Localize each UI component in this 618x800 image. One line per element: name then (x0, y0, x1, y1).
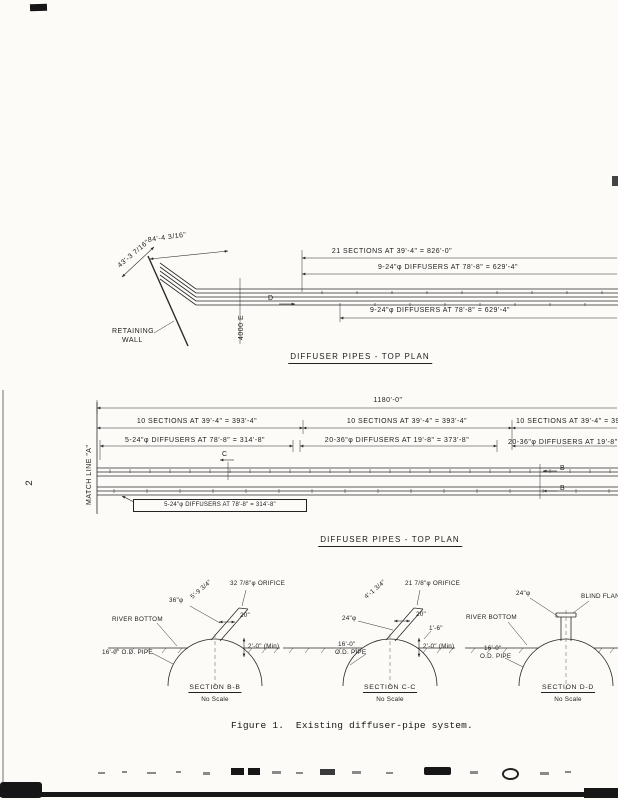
scan-artifact (272, 771, 281, 774)
section-marker-d: D (268, 295, 274, 302)
section-bb-linework (108, 589, 280, 690)
dd-river-bottom-label: RIVER BOTTOM (466, 614, 517, 621)
bb-orifice-label: 32 7/8"φ ORIFICE (230, 580, 286, 587)
scan-artifact (122, 771, 127, 773)
plan2-boxed-diffuser-label: 5-24"φ DIFFUSERS AT 78'-8" = 314'-8" (133, 499, 307, 512)
dd-pipe-label-line2: O.D. PIPE (480, 653, 512, 660)
plan1-dim-diffusers-lower: 9-24"φ DIFFUSERS AT 78'-8" = 629'-4" (370, 307, 510, 314)
plan1-linework (121, 246, 618, 347)
cc-scale: No Scale (376, 696, 404, 703)
bb-river-bottom-label: RIVER BOTTOM (112, 616, 163, 623)
scan-artifact (2, 390, 4, 790)
scan-artifact (565, 771, 571, 773)
scan-artifact (540, 772, 549, 775)
plan2-dim-seg2: 10 SECTIONS AT 39'-4" = 393'-4" (346, 418, 468, 425)
scan-artifact (352, 771, 361, 774)
section-marker-c: C (222, 451, 228, 458)
scan-artifact (584, 788, 618, 798)
bb-pipe-label: 16'-0" O.D. PIPE (102, 649, 153, 656)
bb-scale: No Scale (201, 696, 229, 703)
plan2-dim-overall: 1180'-0" (373, 397, 403, 404)
plan2-dim-seg3: 10 SECTIONS AT 39'-4" = 393'-4" (516, 418, 618, 425)
scan-artifact (470, 771, 478, 774)
section-marker-b-bottom: B (560, 485, 566, 492)
cc-orifice-label: 21 7/8"φ ORIFICE (405, 580, 461, 587)
plan1-dim-diffusers-upper: 9-24"φ DIFFUSERS AT 78'-8" = 629'-4" (378, 264, 518, 271)
dd-title: SECTION D-D (541, 684, 595, 694)
dd-riser-dia-label: 24"φ (516, 590, 531, 597)
page-number: 2 (25, 479, 36, 486)
plan2-dim-diff3: 20-36"φ DIFFUSERS AT 19'-8" (508, 439, 618, 446)
bb-title: SECTION B-B (188, 684, 242, 694)
section-dd-linework (465, 597, 618, 690)
scan-artifact (203, 772, 210, 775)
cc-dim-20: 20" (416, 611, 426, 618)
scan-artifact (296, 772, 303, 774)
bb-riser-dia-label: 36"φ (169, 597, 184, 604)
scan-artifact (502, 768, 519, 780)
section-cc-linework (283, 589, 455, 690)
dd-scale: No Scale (554, 696, 582, 703)
plan2-dim-seg1: 10 SECTIONS AT 39'-4" = 393'-4" (136, 418, 258, 425)
plan2-title: DIFFUSER PIPES - TOP PLAN (318, 535, 462, 548)
scan-artifact (98, 772, 105, 774)
dd-pipe-label-line1: 16'-0" (484, 645, 502, 652)
plan2-dim-diff2: 20-36"φ DIFFUSERS AT 19'-8" = 373'-8" (324, 437, 470, 444)
scan-artifact (424, 767, 451, 775)
scan-artifact (0, 782, 42, 798)
scan-artifact (0, 792, 618, 797)
plan2-linework (96, 400, 618, 514)
plan1-dim-overall: 21 SECTIONS AT 39'-4" = 826'-0" (331, 248, 453, 255)
cc-riser-dia-label: 24"φ (342, 615, 357, 622)
scan-artifact (248, 768, 260, 775)
scan-artifact (231, 768, 244, 775)
retaining-wall-label-line2: WALL (122, 337, 143, 344)
plan1-title: DIFFUSER PIPES - TOP PLAN (288, 352, 432, 365)
retaining-wall-label-line1: RETAINING (112, 328, 155, 335)
bb-cover-dim: 2'-0" (Min) (248, 643, 280, 650)
cc-title: SECTION C-C (363, 684, 417, 694)
plan2-dim-diff1: 5-24"φ DIFFUSERS AT 78'-8" = 314'-8" (125, 437, 265, 444)
bb-dim-20: 20" (240, 612, 250, 619)
station-label: 4000 E (238, 314, 245, 340)
scan-artifact (147, 772, 156, 774)
match-line-label: MATCH LINE "A" (86, 444, 93, 505)
section-marker-b-top: B (560, 465, 566, 472)
dd-blind-flange-label: BLIND FLANGE (581, 593, 618, 600)
scan-artifact (29, 3, 48, 12)
scan-artifact (176, 771, 181, 773)
cc-cover-dim: 2'-0" (Min) (423, 643, 455, 650)
figure-caption: Figure 1. Existing diffuser-pipe system. (231, 720, 473, 731)
scan-artifact (320, 769, 335, 775)
cc-dim-1-6: 1'-6" (429, 625, 443, 632)
scan-artifact (386, 772, 393, 774)
cc-pipe-label-line2: O.D. PIPE (335, 649, 367, 656)
cc-pipe-label-line1: 16'-0" (338, 641, 356, 648)
scan-artifact (612, 176, 618, 186)
